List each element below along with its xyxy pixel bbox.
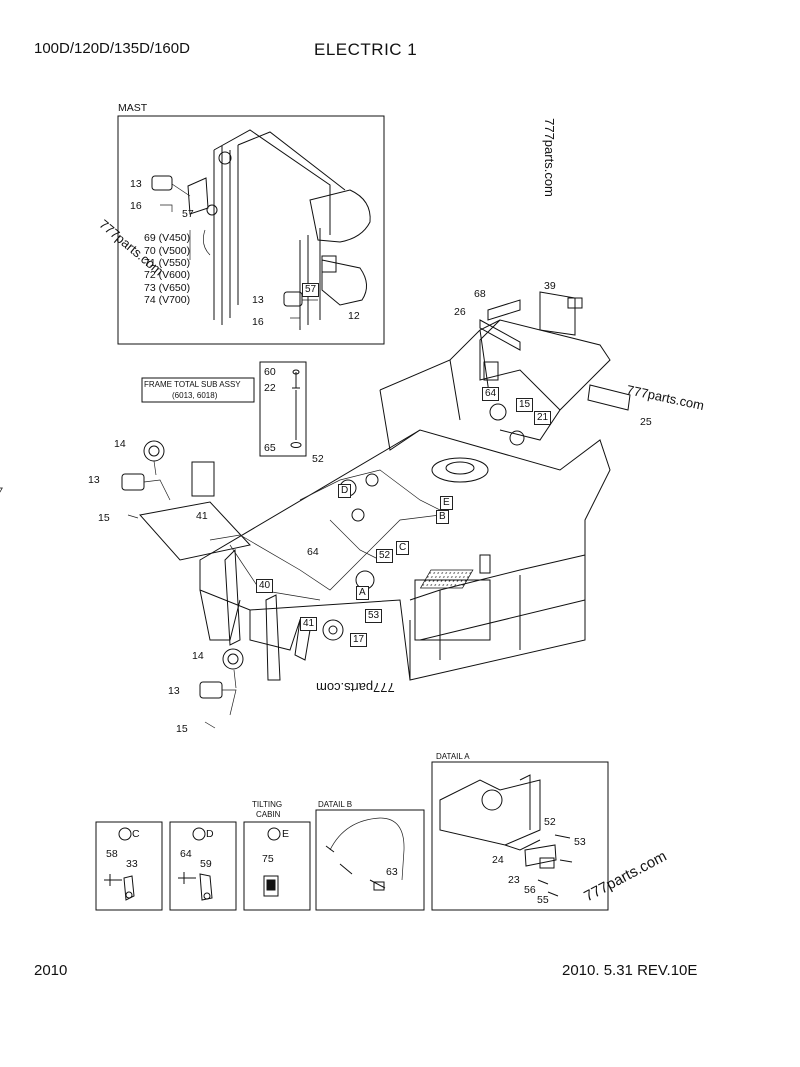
variant-label: 71 (V550) bbox=[144, 257, 191, 269]
callout-label: 26 bbox=[454, 306, 466, 318]
callout-label: 52 bbox=[312, 453, 324, 465]
callout-label: 23 bbox=[508, 874, 520, 886]
callout-label: 39 bbox=[544, 280, 556, 292]
callout-label: 13 bbox=[130, 178, 142, 190]
callout-letter: D bbox=[338, 484, 352, 498]
mast-box bbox=[117, 115, 385, 345]
detail-b-box bbox=[315, 809, 425, 911]
watermark: 777parts.com bbox=[541, 118, 557, 197]
variant-label: 74 (V700) bbox=[144, 294, 191, 306]
callout-label: 40 bbox=[256, 579, 274, 593]
detail-e-caption: TILTING bbox=[252, 800, 283, 809]
callout-letter: C bbox=[396, 541, 410, 555]
callout-label: 15 bbox=[176, 723, 188, 735]
variant-label: 72 (V600) bbox=[144, 269, 191, 281]
frame-note-box bbox=[141, 377, 255, 403]
truck-frame bbox=[0, 291, 631, 681]
frame-note-line1: FRAME TOTAL SUB ASSY bbox=[144, 380, 241, 389]
callout-label: 52 bbox=[376, 549, 394, 563]
detail-b-title: DATAIL B bbox=[318, 800, 353, 809]
callout-label: 13 bbox=[252, 294, 264, 306]
callout-label: 56 bbox=[524, 884, 536, 896]
mast-assembly bbox=[151, 129, 371, 330]
callout-label: 68 bbox=[474, 288, 486, 300]
detail-a-title: DATAIL A bbox=[436, 752, 470, 761]
detail-d-box bbox=[169, 821, 237, 911]
footer-revision: 2010. 5.31 REV.10E bbox=[562, 962, 698, 979]
callout-label: 13 bbox=[88, 474, 100, 486]
callout-label: 63 bbox=[386, 866, 398, 878]
callout-label: 41 bbox=[300, 617, 318, 631]
variant-label: 69 (V450) bbox=[144, 232, 191, 244]
variant-label: 73 (V650) bbox=[144, 282, 191, 294]
callout-label: 17 bbox=[350, 633, 368, 647]
callout-label: 16 bbox=[252, 316, 264, 328]
mast-title: MAST bbox=[118, 102, 148, 114]
callout-letter: A bbox=[356, 586, 369, 600]
callout-label: 15 bbox=[98, 512, 110, 524]
callout-label: 24 bbox=[492, 854, 504, 866]
callout-label: 64 bbox=[482, 387, 500, 401]
callout-label: 53 bbox=[365, 609, 383, 623]
detail-a-box bbox=[431, 761, 609, 911]
callout-label: 57 bbox=[302, 283, 320, 297]
callout-label: 14 bbox=[192, 650, 204, 662]
callout-label: 16 bbox=[130, 200, 142, 212]
bolt-inset-box bbox=[259, 361, 307, 457]
variant-label: 70 (V500) bbox=[144, 245, 191, 257]
callout-label: 65 bbox=[264, 442, 276, 454]
callout-label: 64 bbox=[180, 848, 192, 860]
callout-label: 53 bbox=[574, 836, 586, 848]
frame-note-line2: (6013, 6018) bbox=[172, 391, 218, 400]
detail-c-box bbox=[95, 821, 163, 911]
callout-label: 13 bbox=[168, 685, 180, 697]
callout-label: 33 bbox=[126, 858, 138, 870]
callout-label: 64 bbox=[307, 546, 319, 558]
callout-letter: E bbox=[440, 496, 453, 510]
callout-label: 58 bbox=[106, 848, 118, 860]
callout-label: 12 bbox=[348, 310, 360, 322]
callout-label: 22 bbox=[264, 382, 276, 394]
callout-label: 55 bbox=[537, 894, 549, 906]
callout-label: 59 bbox=[200, 858, 212, 870]
callout-label: 14 bbox=[114, 438, 126, 450]
callout-label: 25 bbox=[640, 416, 652, 428]
callout-label: 52 bbox=[544, 816, 556, 828]
detail-c-letter: C bbox=[132, 828, 140, 840]
callout-label: 60 bbox=[264, 366, 276, 378]
callout-label: 41 bbox=[196, 510, 208, 522]
callout-label: 15 bbox=[516, 398, 534, 412]
detail-e-box bbox=[243, 821, 311, 911]
detail-e-letter: E bbox=[282, 828, 290, 840]
footer-year: 2010 bbox=[34, 962, 68, 979]
page-title: ELECTRIC 1 bbox=[314, 40, 418, 59]
model-numbers: 100D/120D/135D/160D bbox=[34, 40, 190, 57]
watermark: 777parts.com bbox=[316, 680, 395, 695]
callout-label: 75 bbox=[262, 853, 274, 865]
callout-label: 21 bbox=[534, 411, 552, 425]
callout-letter: B bbox=[436, 510, 449, 524]
detail-d-letter: D bbox=[206, 828, 214, 840]
detail-e-caption: CABIN bbox=[256, 810, 281, 819]
callout-label: 57 bbox=[182, 208, 194, 220]
